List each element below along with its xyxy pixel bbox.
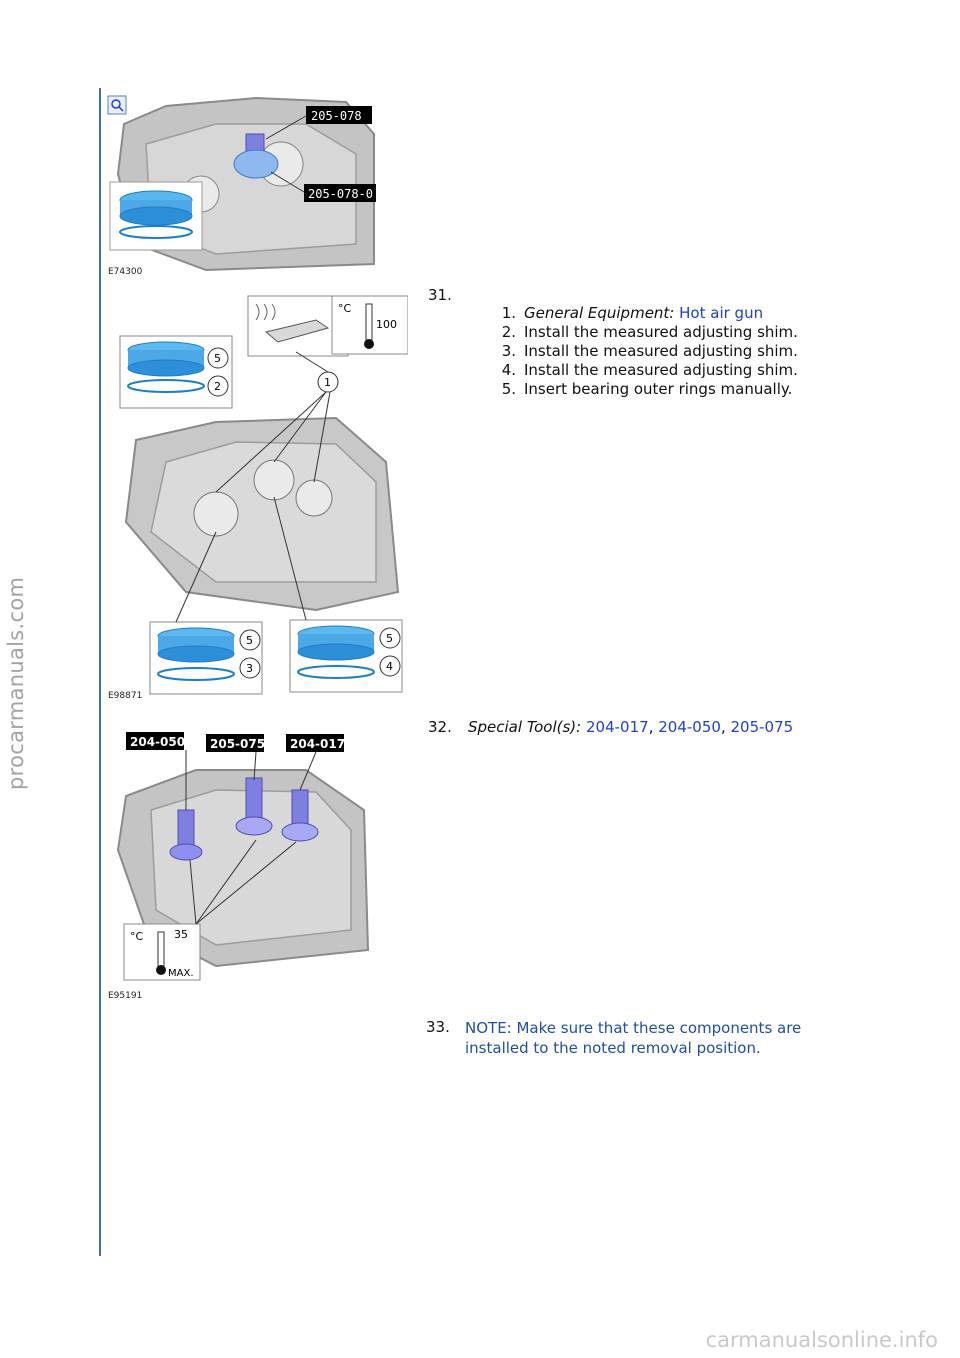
svg-text:5: 5 — [214, 352, 221, 365]
temp-unit: °C — [130, 930, 144, 943]
label-205-075: 205-075 — [210, 737, 265, 751]
item-number: 3. — [501, 342, 516, 360]
figure-caption: E95191 — [108, 991, 142, 1001]
step-32-number: 32. — [428, 718, 452, 736]
tool-link-204-050[interactable]: 204-050 — [658, 718, 721, 736]
item-number: 4. — [501, 361, 516, 379]
separator: , — [720, 718, 726, 736]
temp-value: 100 — [376, 318, 397, 331]
item-text: Insert bearing outer rings manually. — [524, 380, 793, 398]
item-text: Install the measured adjusting shim. — [524, 342, 798, 360]
svg-text:3: 3 — [246, 662, 253, 675]
figure-caption: E98871 — [108, 691, 142, 701]
label-205-078: 205-078 — [311, 109, 362, 123]
separator: , — [648, 718, 654, 736]
left-margin-rule — [99, 88, 101, 1256]
general-equipment-label: General Equipment: — [524, 304, 675, 322]
svg-text:5: 5 — [246, 634, 253, 647]
item-number: 5. — [501, 380, 516, 398]
svg-text:1: 1 — [324, 376, 331, 389]
list-item: 5. Insert bearing outer rings manually. — [480, 380, 798, 399]
svg-text:4: 4 — [386, 660, 393, 673]
label-205-078-0: 205-078-0 — [308, 187, 373, 201]
list-item: 2. Install the measured adjusting shim. — [480, 323, 798, 342]
item-text: Install the measured adjusting shim. — [524, 323, 798, 341]
step-31-list: 1. General Equipment: Hot air gun 2. Insta… — [480, 304, 798, 399]
list-item: 1. General Equipment: Hot air gun — [480, 304, 798, 323]
item-text: Install the measured adjusting shim. — [524, 361, 798, 379]
side-watermark: procarmanuals.com — [4, 576, 28, 790]
temp-max: MAX. — [168, 968, 194, 979]
step-33-note: NOTE: Make sure that these components ar… — [465, 1019, 802, 1057]
special-tools-label: Special Tool(s): — [468, 718, 582, 736]
step-31-number: 31. — [428, 286, 452, 304]
item-number: 1. — [501, 304, 516, 322]
list-item: 3. Install the measured adjusting shim. — [480, 342, 798, 361]
figure-e74300: 205-078 205-078-0 E74300 — [106, 94, 376, 280]
list-item: 4. Install the measured adjusting shim. — [480, 361, 798, 380]
temp-value: 35 — [174, 928, 188, 941]
hot-air-gun-link[interactable]: Hot air gun — [679, 304, 764, 322]
figure-caption: E74300 — [108, 267, 143, 277]
label-204-017: 204-017 — [290, 737, 345, 751]
step-32-text: Special Tool(s): 204-017, 204-050, 205-0… — [468, 718, 793, 737]
temp-unit: °C — [338, 302, 352, 315]
footer-watermark: carmanualsonline.info — [705, 1328, 938, 1352]
tool-link-205-075[interactable]: 205-075 — [730, 718, 794, 736]
tool-link-204-017[interactable]: 204-017 — [586, 718, 649, 736]
svg-text:2: 2 — [214, 380, 221, 393]
magnify-plus-icon — [111, 99, 121, 109]
figure-e95191: 204-050 205-075 204-017 °C 35 MAX. E9519… — [106, 730, 376, 1002]
figure-e98871: °C 100 5 2 1 5 3 — [106, 292, 408, 704]
label-204-050: 204-050 — [130, 735, 185, 749]
item-number: 2. — [501, 323, 516, 341]
svg-text:5: 5 — [386, 632, 393, 645]
step-33-number: 33. — [426, 1018, 450, 1036]
